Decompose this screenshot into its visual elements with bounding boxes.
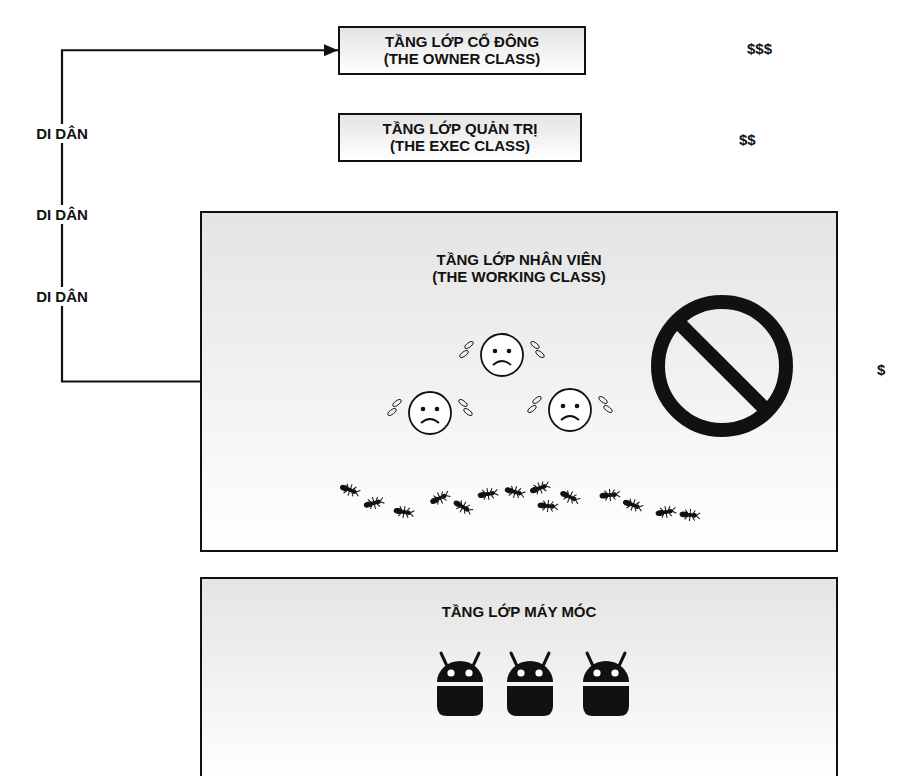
- class-title: TẦNG LỚP NHÂN VIÊN (THE WORKING CLASS): [419, 251, 619, 286]
- android-robots: [437, 653, 629, 716]
- class-panel: TẦNG LỚP NHÂN VIÊN (THE WORKING CLASS): [200, 211, 838, 552]
- money-label: $: [874, 360, 888, 379]
- android-robot: [583, 653, 629, 716]
- android-robot: [507, 653, 553, 716]
- sad-face: [387, 392, 474, 434]
- sad-faces: [387, 334, 614, 434]
- flow-label: DI DÂN: [33, 205, 91, 224]
- class-title: TẦNG LỚP CỔ ĐÔNG (THE OWNER CLASS): [371, 33, 553, 68]
- flow-label: DI DÂN: [33, 287, 91, 306]
- class-box: TẦNG LỚP CỔ ĐÔNG (THE OWNER CLASS): [338, 26, 586, 75]
- android-robot: [437, 653, 483, 716]
- money-label: $$$: [744, 39, 775, 58]
- prohibition-sign: [658, 302, 786, 430]
- flow-label: DI DÂN: [33, 124, 91, 143]
- class-panel: TẦNG LỚP MÁY MÓC: [200, 577, 838, 776]
- class-box: TẦNG LỚP QUẢN TRỊ (THE EXEC CLASS): [338, 113, 582, 162]
- sad-face: [459, 334, 546, 376]
- class-title: TẦNG LỚP QUẢN TRỊ (THE EXEC CLASS): [369, 120, 551, 155]
- class-title: TẦNG LỚP MÁY MÓC: [442, 603, 597, 620]
- ants: [339, 479, 701, 522]
- money-label: $$: [736, 130, 759, 149]
- sad-face: [527, 389, 614, 431]
